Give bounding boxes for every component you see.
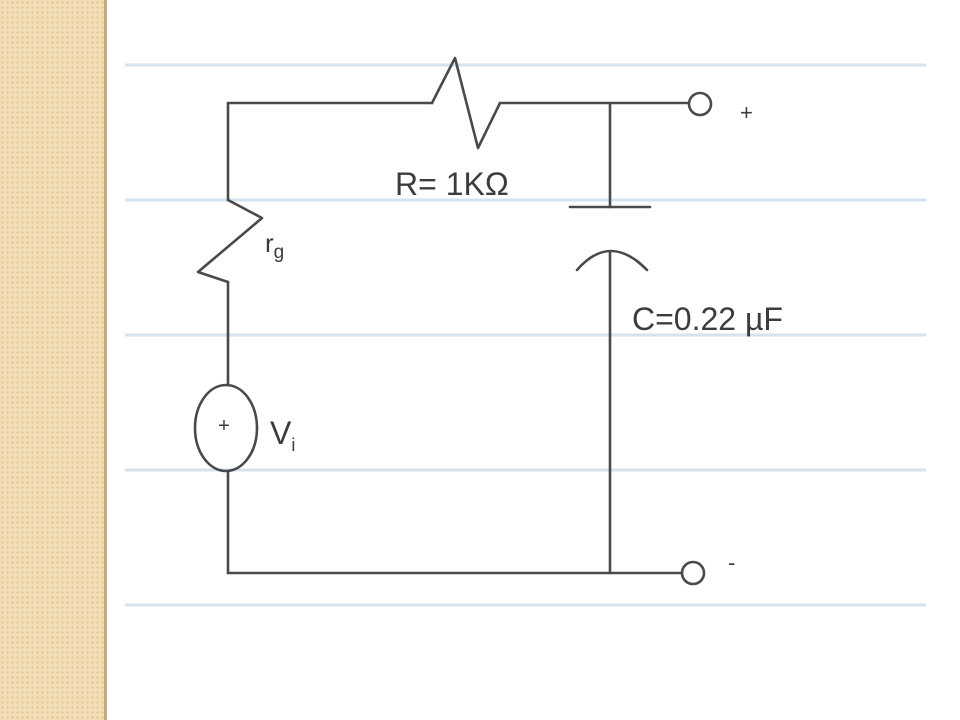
rg-subscript: g <box>274 242 285 263</box>
vi-main-text: V <box>270 415 292 451</box>
resistor-r-symbol <box>430 56 502 150</box>
capacitor-label: C=0.22 µF <box>632 301 783 337</box>
output-terminal-negative <box>680 560 706 586</box>
output-positive-sign: + <box>740 100 753 125</box>
resistor-r-label: R= 1KΩ <box>395 166 509 202</box>
resistor-rg-label: rg <box>265 228 284 263</box>
resistor-rg-symbol <box>196 198 264 284</box>
output-negative-sign: - <box>728 550 735 575</box>
voltage-source-circle <box>193 383 259 473</box>
vi-subscript: i <box>291 435 295 455</box>
output-terminal-positive <box>687 91 713 117</box>
voltage-source-label: Vi <box>270 415 295 455</box>
side-panel-border <box>104 0 107 720</box>
source-polarity-plus: + <box>218 415 230 437</box>
decorative-side-panel <box>0 0 104 720</box>
capacitor-plate-curved <box>575 249 649 272</box>
notebook-rules <box>125 63 926 607</box>
rg-main-text: r <box>265 228 274 258</box>
